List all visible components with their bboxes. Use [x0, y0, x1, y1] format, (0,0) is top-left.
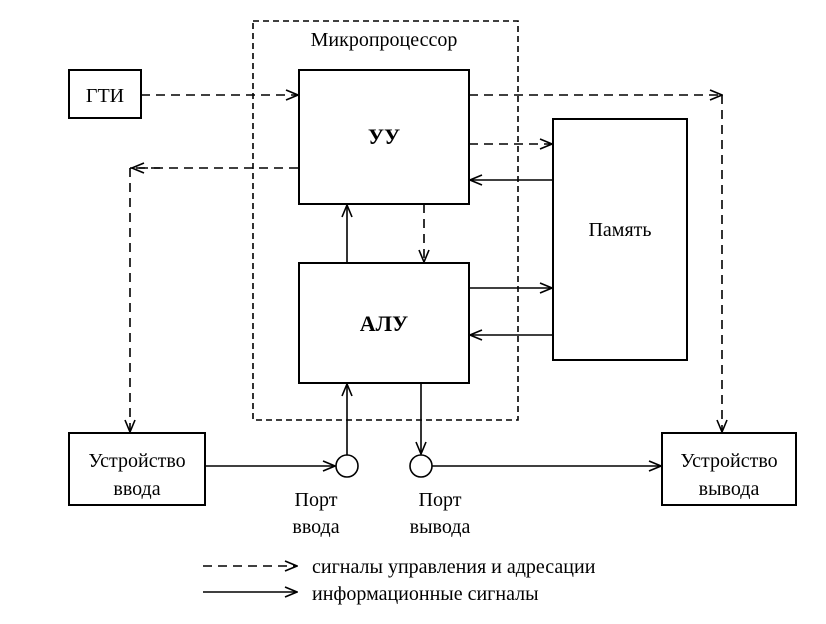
input-port-label-2: ввода [292, 516, 339, 538]
output-port-label-2: вывода [410, 516, 471, 538]
legend-control-text: сигналы управления и адресации [312, 556, 596, 578]
gti-label: ГТИ [86, 85, 124, 107]
output-device-box [661, 432, 797, 506]
output-device-label-1: Устройство [680, 450, 777, 472]
input-port-circle [335, 454, 359, 478]
uu-label: УУ [368, 124, 400, 149]
microprocessor-label: Микропроцессор [311, 29, 458, 51]
memory-label: Память [588, 219, 651, 241]
microprocessor-frame [252, 20, 519, 421]
output-device-label-2: вывода [699, 478, 760, 500]
alu-box [298, 262, 470, 384]
input-device-label-1: Устройство [88, 450, 185, 472]
output-port-circle [409, 454, 433, 478]
input-port-label-1: Порт [295, 489, 338, 511]
uu-box [298, 69, 470, 205]
memory-box [552, 118, 688, 361]
input-device-label-2: ввода [113, 478, 160, 500]
alu-label: АЛУ [360, 311, 408, 336]
output-port-label-1: Порт [419, 489, 462, 511]
legend-info-text: информационные сигналы [312, 583, 539, 605]
gti-box [68, 69, 142, 119]
input-device-box [68, 432, 206, 506]
